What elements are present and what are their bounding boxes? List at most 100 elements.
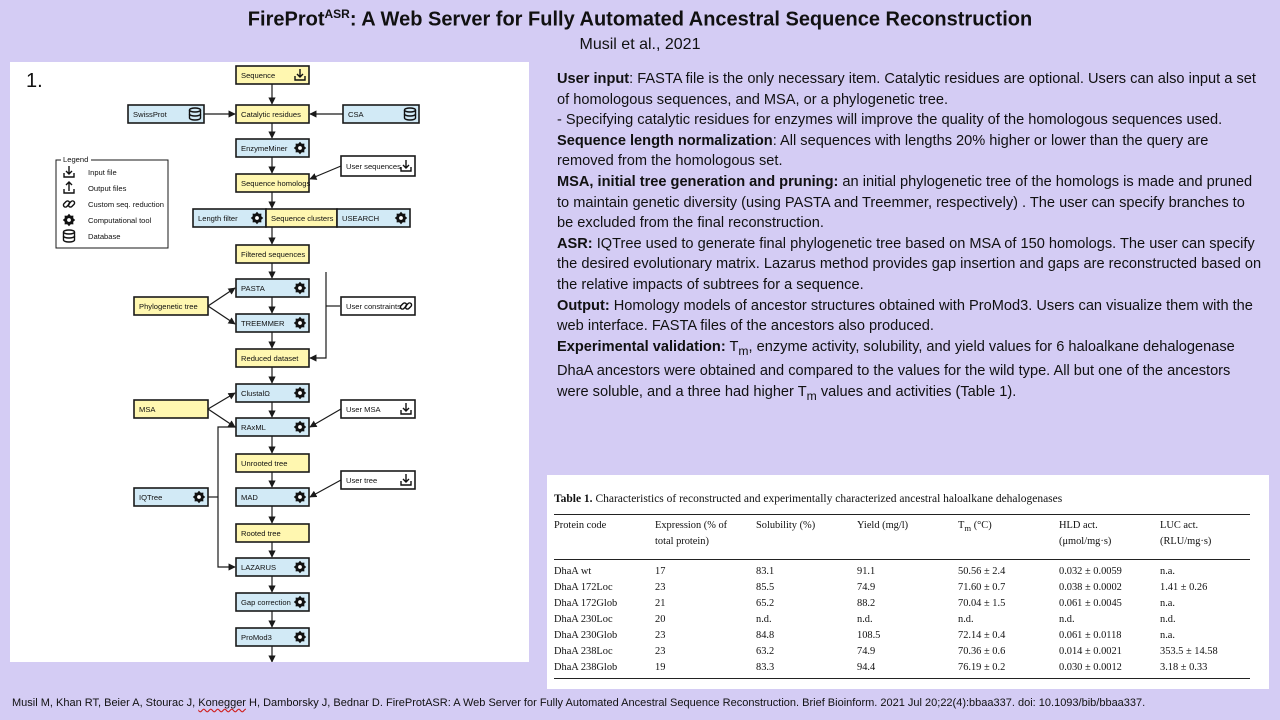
flow-connector — [309, 479, 342, 498]
table-cell: 1.41 ± 0.26 — [1160, 582, 1208, 593]
table-cell: 0.014 ± 0.0021 — [1059, 646, 1122, 657]
node-label: Length filter — [198, 214, 238, 223]
gear-icon — [293, 560, 307, 574]
table-cell: 50.56 ± 2.4 — [958, 566, 1006, 577]
table-cell: 74.9 — [857, 582, 876, 593]
gear-icon — [293, 595, 307, 609]
table-bottom-rule — [554, 678, 1250, 679]
table-cell: 91.1 — [857, 566, 876, 577]
table-cell: n.d. — [1059, 614, 1075, 625]
paragraph-heading: MSA, initial tree generation and pruning… — [557, 173, 839, 190]
gear-icon — [192, 490, 206, 504]
gear-icon — [250, 211, 264, 225]
citation-text-2: H, Damborsky J, Bednar D. FireProtASR: A… — [245, 697, 1146, 709]
node-length-filter: Length filter — [192, 208, 267, 228]
node-label: ProMod3 — [241, 633, 272, 642]
node-mad: MAD — [235, 487, 310, 507]
table-cell: 76.19 ± 0.2 — [958, 662, 1006, 673]
node-msa: MSA — [133, 399, 209, 419]
col-solubility: Solubility (%) — [756, 520, 816, 531]
gear-icon — [293, 490, 307, 504]
node-gap: Gap correction — [235, 592, 310, 612]
table-cell: 0.032 ± 0.0059 — [1059, 566, 1122, 577]
table-cell: DhaA 172Glob — [554, 598, 618, 609]
table-cell: n.d. — [1160, 614, 1176, 625]
table-cell: 21 — [655, 598, 666, 609]
validation-text-2: , enzyme activity, solubility, and yield… — [557, 338, 1235, 400]
node-label: CSA — [348, 110, 365, 119]
table-cell: DhaA 238Glob — [554, 662, 618, 673]
table-top-rule — [554, 514, 1250, 515]
title-main: FireProt — [247, 8, 325, 31]
legend-item-label: Database — [88, 232, 121, 241]
table-cell: DhaA 172Loc — [554, 582, 613, 593]
node-label: Sequence clusters — [271, 214, 334, 223]
col-luc-activity: LUC act.(RLU/mg·s) — [1160, 520, 1212, 547]
table-cell: 0.038 ± 0.0002 — [1059, 582, 1122, 593]
gear-icon — [62, 213, 76, 227]
table-cell: 70.36 ± 0.6 — [958, 646, 1006, 657]
paragraph-3: MSA, initial tree generation and pruning… — [557, 172, 1263, 234]
node-rooted: Rooted tree — [235, 523, 310, 543]
table-cell: 83.3 — [756, 662, 775, 673]
node-label: User constraints — [346, 302, 401, 311]
node-pasta: PASTA — [235, 278, 310, 298]
legend-item-label: Computational tool — [88, 216, 152, 225]
table-cell: 353.5 ± 14.58 — [1160, 646, 1218, 657]
table-cell: 71.60 ± 0.7 — [958, 582, 1006, 593]
validation-sub-1: m — [738, 343, 749, 358]
table-cell: 23 — [655, 646, 666, 657]
table-cell: 23 — [655, 582, 666, 593]
node-user-msa: User MSA — [340, 399, 416, 419]
table-cell: DhaA 238Loc — [554, 646, 613, 657]
flow-connector — [207, 305, 236, 325]
legend-item-label: Custom seq. reduction — [88, 200, 164, 209]
table-cell: 88.2 — [857, 598, 876, 609]
table-cell: DhaA wt — [554, 566, 592, 577]
node-label: LAZARUS — [241, 563, 276, 572]
table-row: DhaA 172Loc 23 85.5 74.9 71.60 ± 0.7 0.038 ± … — [554, 580, 1250, 596]
paragraph-heading: Output: — [557, 297, 610, 314]
table-cell: 84.8 — [756, 630, 775, 641]
node-label: ClustalΩ — [241, 389, 270, 398]
gear-icon — [293, 630, 307, 644]
node-label: Catalytic residues — [241, 110, 301, 119]
summary-text: User input: FASTA file is the only neces… — [557, 69, 1263, 406]
table-cell: n.d. — [857, 614, 873, 625]
table-cell: 63.2 — [756, 646, 775, 657]
gear-icon — [293, 141, 307, 155]
paragraph-0: User input: FASTA file is the only neces… — [557, 69, 1263, 110]
table-cell: 72.14 ± 0.4 — [958, 630, 1006, 641]
node-iqtree: IQTree — [133, 487, 209, 507]
table-cell: n.d. — [958, 614, 974, 625]
title-rest: : A Web Server for Fully Automated Ances… — [349, 8, 1033, 31]
node-label: Phylogenetic tree — [139, 302, 198, 311]
validation-text-1: T — [725, 338, 739, 355]
table-cell: DhaA 230Glob — [554, 630, 618, 641]
paragraph-heading: ASR: — [557, 235, 593, 252]
node-label: Sequence — [241, 71, 275, 80]
paragraph-4: ASR: IQTree used to generate final phylo… — [557, 234, 1263, 296]
citation-text-1: Musil M, Khan RT, Beier A, Stourac J, — [12, 697, 199, 709]
paragraph-body: : All sequences with lengths 20% higher … — [557, 132, 1209, 170]
legend-item-label: Output files — [88, 184, 127, 193]
database-icon — [62, 229, 76, 243]
input-file-icon — [400, 403, 412, 415]
paragraph-5: Output: Homology models of ancestor stru… — [557, 296, 1263, 337]
gear-icon — [293, 420, 307, 434]
flow-connector — [309, 272, 327, 362]
table-cell: 94.4 — [857, 662, 876, 673]
node-label: Gap correction — [241, 598, 291, 607]
table-cell: 0.061 ± 0.0045 — [1059, 598, 1122, 609]
paragraph-body: an initial phylogenetic tree of the homo… — [557, 173, 1253, 232]
legend-title: Legend — [63, 155, 88, 164]
node-label: User MSA — [346, 405, 382, 414]
node-label: SwissProt — [133, 110, 168, 119]
table-cell: 85.5 — [756, 582, 775, 593]
paragraph-body: : FASTA file is the only necessary item.… — [557, 71, 1256, 108]
